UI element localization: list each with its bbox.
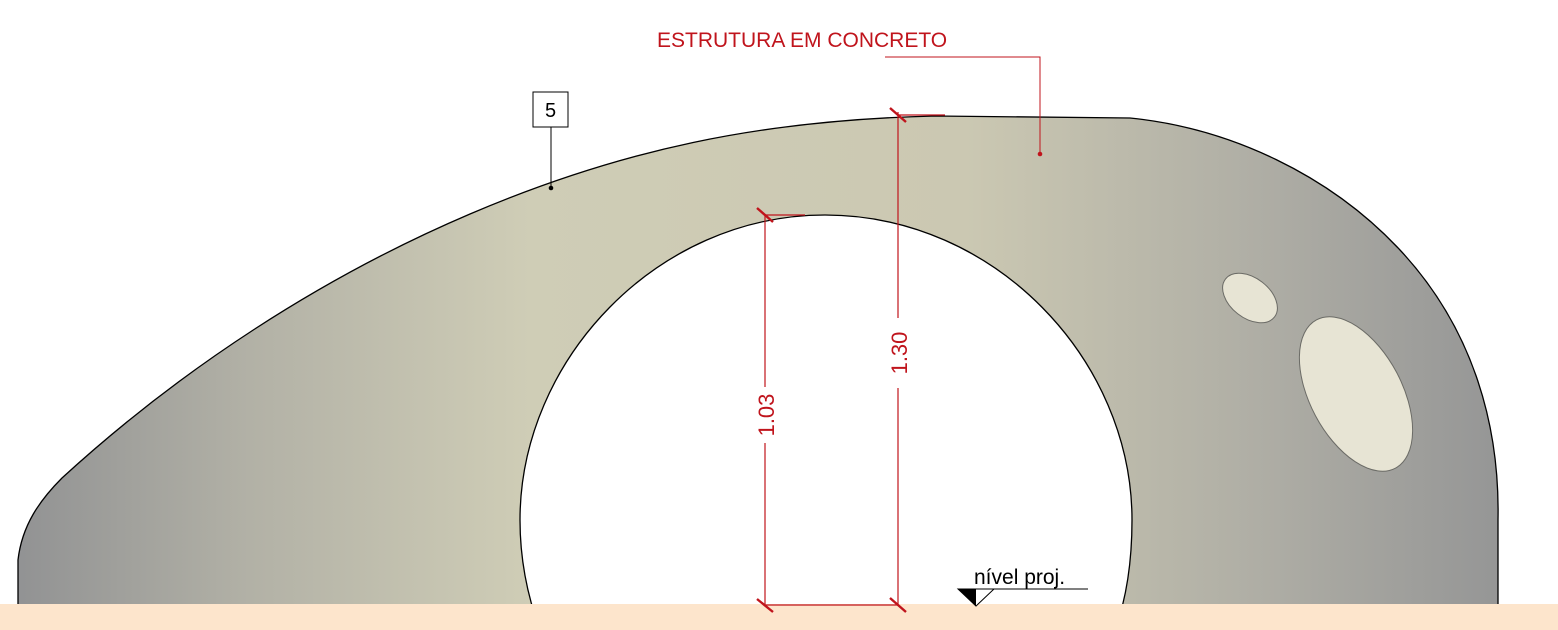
material-callout-leader bbox=[885, 56, 1041, 154]
dimension-label-inner: 1.03 bbox=[754, 394, 779, 437]
material-callout-dot bbox=[1037, 151, 1043, 157]
level-label: nível proj. bbox=[974, 566, 1065, 589]
large-opening bbox=[1298, 316, 1414, 472]
tag-leader-dot bbox=[548, 185, 554, 191]
material-callout-label: ESTRUTURA EM CONCRETO bbox=[657, 29, 947, 52]
dimension-outer-height bbox=[810, 107, 945, 613]
level-marker-icon bbox=[956, 588, 996, 607]
tag-number: 5 bbox=[545, 100, 556, 122]
ground-band bbox=[0, 604, 1558, 630]
concrete-structure bbox=[17, 115, 1499, 630]
small-opening bbox=[1222, 272, 1278, 324]
dimension-inner-height bbox=[756, 207, 810, 613]
dimension-label-outer: 1.30 bbox=[887, 332, 912, 375]
